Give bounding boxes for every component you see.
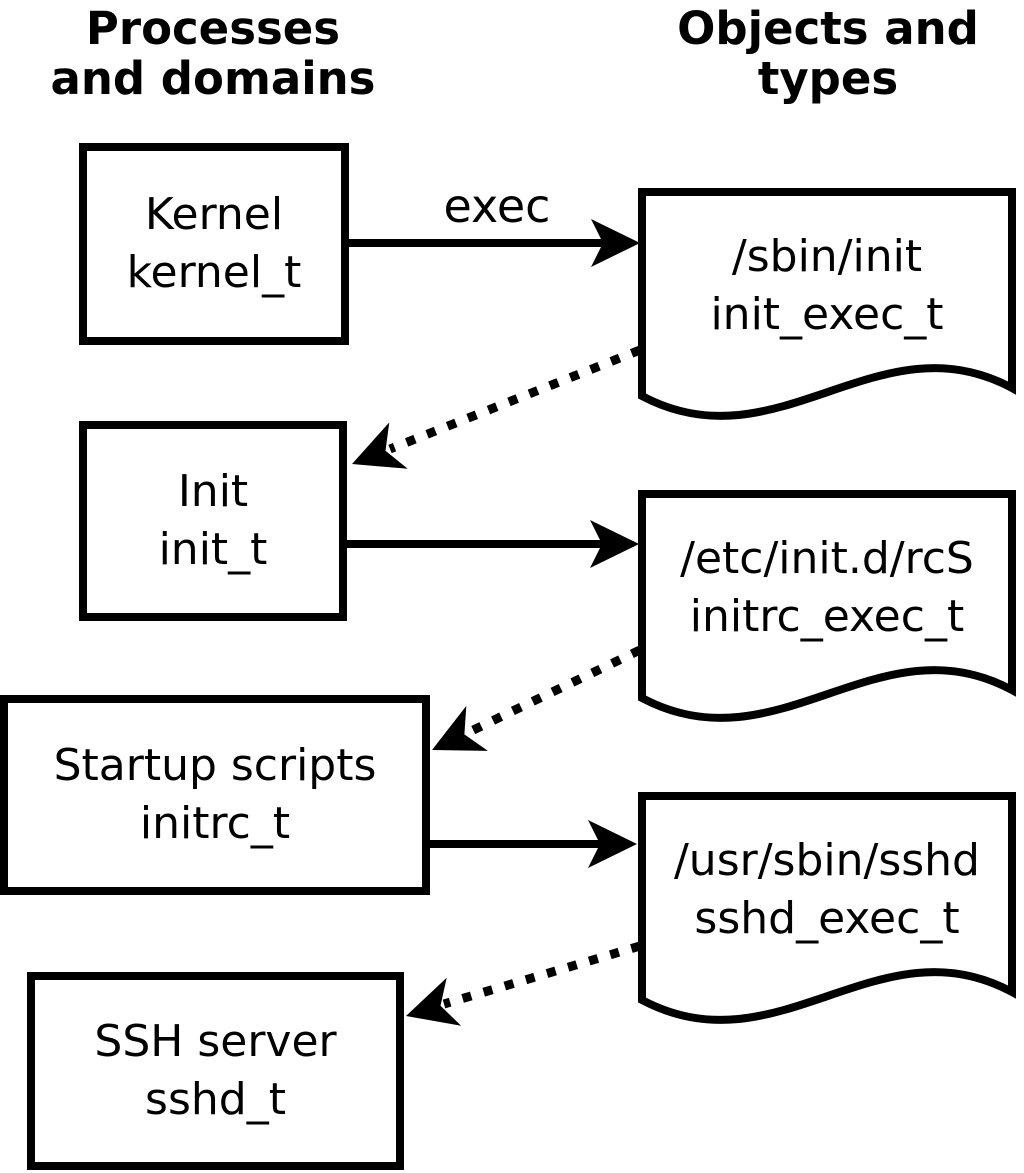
- column-header-processes: Processes and domains: [13, 4, 413, 104]
- arrowhead-right-icon: [590, 520, 639, 568]
- object-type: init_exec_t: [710, 289, 944, 340]
- document-shape: [638, 490, 1016, 722]
- transition-arrow-initrc-exec-to-initrc: [432, 645, 642, 751]
- object-path: /etc/init.d/rcS: [680, 533, 974, 584]
- process-node-init: Init init_t: [79, 421, 347, 621]
- column-header-objects-line1: Objects and: [677, 2, 979, 55]
- process-name: Kernel: [144, 189, 284, 240]
- exec-arrow-kernel-to-init-exec: [349, 219, 640, 267]
- document-shape: [638, 792, 1016, 1024]
- object-type: sshd_exec_t: [694, 893, 960, 944]
- object-node-usr-sbin-sshd: /usr/sbin/sshd sshd_exec_t: [638, 792, 1016, 1047]
- object-node-sbin-init: /sbin/init init_exec_t: [638, 188, 1016, 443]
- process-name: Startup scripts: [53, 740, 377, 791]
- object-type: initrc_exec_t: [689, 591, 965, 642]
- column-header-processes-line2: and domains: [50, 52, 376, 105]
- process-domain: initrc_t: [139, 798, 291, 849]
- process-domain: sshd_t: [145, 1074, 286, 1125]
- exec-arrow-initrc-to-sshd-exec: [430, 820, 637, 868]
- object-node-label: /usr/sbin/sshd sshd_exec_t: [638, 832, 1016, 948]
- object-path: /usr/sbin/sshd: [673, 835, 980, 886]
- object-node-etc-init-d-rcs: /etc/init.d/rcS initrc_exec_t: [638, 490, 1016, 745]
- process-domain: kernel_t: [126, 247, 302, 298]
- exec-edge-label: exec: [443, 179, 551, 233]
- transition-arrow-sshd-exec-to-sshd: [406, 941, 642, 1026]
- column-header-objects: Objects and types: [628, 4, 1024, 104]
- process-name: Init: [177, 466, 249, 517]
- document-shape: [638, 188, 1016, 420]
- object-node-label: /etc/init.d/rcS initrc_exec_t: [638, 530, 1016, 646]
- arrowhead-right-icon: [588, 820, 637, 868]
- process-node-kernel: Kernel kernel_t: [79, 143, 349, 345]
- exec-arrow-init-to-initrc-exec: [346, 520, 639, 568]
- column-header-processes-line1: Processes: [85, 2, 341, 55]
- object-node-label: /sbin/init init_exec_t: [638, 228, 1016, 344]
- object-path: /sbin/init: [731, 231, 923, 282]
- process-domain: init_t: [158, 524, 268, 575]
- process-name: SSH server: [94, 1016, 337, 1067]
- column-header-objects-line2: types: [757, 52, 899, 105]
- arrowhead-right-icon: [591, 219, 640, 267]
- arrowhead-left-icon: [432, 705, 488, 751]
- transition-arrow-init-exec-to-init: [352, 345, 642, 469]
- arrowhead-left-icon: [352, 422, 408, 469]
- arrowhead-left-icon: [406, 977, 462, 1026]
- process-node-ssh-server: SSH server sshd_t: [27, 972, 404, 1170]
- process-node-startup-scripts: Startup scripts initrc_t: [0, 695, 430, 895]
